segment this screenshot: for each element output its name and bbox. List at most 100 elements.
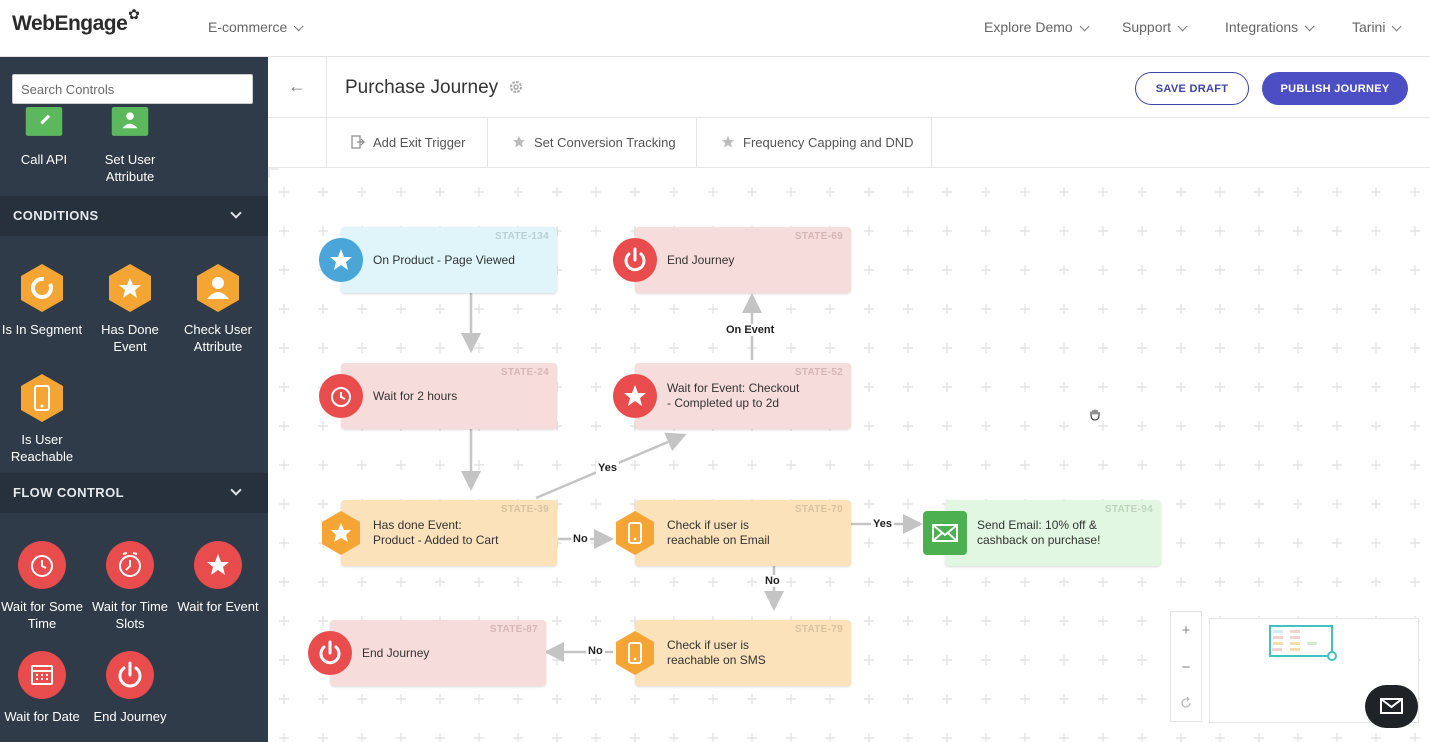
node-state-79[interactable]: STATE-79 Check if user is reachable on S… (616, 620, 851, 686)
node-text: Wait for 2 hours (373, 388, 458, 403)
tool-call-api[interactable]: Call API (0, 107, 88, 168)
minimap-resize-handle[interactable] (1327, 651, 1337, 661)
star-icon (194, 541, 242, 589)
state-id: STATE-70 (794, 504, 843, 515)
minimap-preview (1272, 630, 1317, 651)
webengage-logo[interactable]: WebEngage ✿ (12, 6, 140, 42)
state-id: STATE-24 (500, 367, 549, 378)
phone-icon (616, 511, 654, 555)
state-id: STATE-69 (794, 231, 843, 242)
tool-wait-for-event[interactable]: Wait for Event (174, 540, 262, 615)
tool-wait-for-some-time[interactable]: Wait for Some Time (0, 540, 86, 632)
email-icon (923, 511, 967, 555)
set-conversion-tracking-button[interactable]: Set Conversion Tracking (488, 118, 697, 167)
top-navbar: WebEngage ✿ E-commerce Explore Demo Supp… (0, 0, 1430, 57)
state-id: STATE-52 (794, 367, 843, 378)
user-label: Tarini (1352, 19, 1386, 35)
publish-journey-button[interactable]: PUBLISH JOURNEY (1262, 72, 1408, 105)
node-state-87[interactable]: STATE-87 End Journey (308, 620, 546, 686)
tool-end-journey[interactable]: End Journey (86, 650, 174, 725)
zoom-out-button[interactable]: − (1181, 659, 1191, 676)
node-text: Has done Event: Product - Added to Cart (373, 518, 499, 547)
node-text: Check if user is reachable on Email (667, 518, 770, 547)
node-state-69[interactable]: STATE-69 End Journey (613, 227, 851, 293)
tool-check-user-attribute[interactable]: Check User Attribute (174, 263, 262, 355)
refresh-icon (1181, 696, 1191, 708)
integrations-label: Integrations (1225, 19, 1299, 35)
calendar-icon (18, 651, 66, 699)
clock-icon (319, 374, 363, 418)
user-icon (197, 264, 239, 312)
project-selector[interactable]: E-commerce (208, 19, 304, 35)
integrations-menu[interactable]: Integrations (1225, 19, 1315, 35)
power-icon (308, 631, 352, 675)
journey-canvas[interactable]: On Event Yes No Yes No No STATE-134 On P… (268, 168, 1430, 742)
edge-label-yes: Yes (596, 462, 619, 474)
flow-control-section-header[interactable]: FLOW CONTROL (0, 473, 268, 513)
star-icon (722, 136, 734, 148)
state-id: STATE-134 (494, 231, 549, 242)
chat-button[interactable] (1365, 685, 1418, 728)
node-state-70[interactable]: STATE-70 Check if user is reachable on E… (616, 500, 851, 566)
edge-label-no: No (763, 575, 782, 587)
tool-set-user-attribute[interactable]: Set User Attribute (86, 107, 174, 185)
tool-is-in-segment[interactable]: Is In Segment (0, 263, 86, 338)
toolbar-spacer (268, 118, 327, 167)
node-text: Check if user is reachable on SMS (667, 638, 766, 667)
chevron-down-icon (1177, 21, 1188, 32)
node-text: Wait for Event: Checkout - Completed up … (667, 381, 800, 410)
minimap-viewport[interactable] (1269, 625, 1333, 657)
conditions-section-header[interactable]: CONDITIONS (0, 196, 268, 236)
node-text: On Product - Page Viewed (373, 252, 515, 267)
mail-icon (1380, 698, 1403, 714)
chevron-down-icon (1392, 21, 1403, 32)
user-icon (111, 107, 149, 136)
explore-demo-menu[interactable]: Explore Demo (984, 19, 1090, 35)
chevron-down-icon (230, 207, 242, 219)
pencil-icon (25, 107, 63, 136)
chevron-down-icon (230, 484, 242, 496)
edge-label-yes: Yes (871, 518, 894, 530)
phone-icon (616, 631, 654, 675)
project-label: E-commerce (208, 19, 288, 35)
exit-icon (351, 135, 365, 149)
zoom-in-button[interactable]: + (1181, 622, 1191, 639)
journey-header: ← Purchase Journey SAVE DRAFT PUBLISH JO… (268, 57, 1430, 118)
tool-wait-for-time-slots[interactable]: Wait for Time Slots (86, 540, 174, 632)
section-title: CONDITIONS (13, 208, 99, 223)
journey-toolbar: Add Exit Trigger Set Conversion Tracking… (268, 118, 1430, 168)
search-controls-input[interactable] (12, 74, 253, 104)
back-arrow-icon[interactable]: ← (268, 57, 327, 118)
node-text: End Journey (667, 252, 735, 267)
tool-label: Wait for Event (177, 599, 259, 614)
frequency-capping-button[interactable]: Frequency Capping and DND (697, 118, 932, 167)
node-state-52[interactable]: STATE-52 Wait for Event: Checkout - Comp… (613, 363, 851, 429)
reset-zoom-button[interactable] (1171, 686, 1201, 723)
node-state-94[interactable]: STATE-94 Send Email: 10% off & cashback … (923, 500, 1161, 566)
grab-cursor-icon (1090, 409, 1100, 421)
tool-is-user-reachable[interactable]: Is User Reachable (0, 373, 86, 465)
save-draft-button[interactable]: SAVE DRAFT (1135, 72, 1249, 105)
node-state-39[interactable]: STATE-39 Has done Event: Product - Added… (322, 500, 557, 566)
clock-icon (18, 541, 66, 589)
node-state-24[interactable]: STATE-24 Wait for 2 hours (319, 363, 557, 429)
chevron-down-icon (1304, 21, 1315, 32)
gear-icon[interactable] (508, 79, 524, 95)
chevron-down-icon (1079, 21, 1090, 32)
section-title: FLOW CONTROL (13, 485, 124, 500)
tool-label: Check User Attribute (184, 322, 252, 354)
tool-wait-for-date[interactable]: Wait for Date (0, 650, 86, 725)
tool-label: Is User Reachable (10, 432, 74, 464)
alarm-icon (106, 541, 154, 589)
node-state-134[interactable]: STATE-134 On Product - Page Viewed (319, 227, 557, 293)
power-icon (613, 238, 657, 282)
chevron-down-icon (294, 21, 304, 32)
tool-has-done-event[interactable]: Has Done Event (86, 263, 174, 355)
tool-label: End Journey (93, 709, 167, 724)
add-exit-trigger-button[interactable]: Add Exit Trigger (327, 118, 488, 167)
support-menu[interactable]: Support (1122, 19, 1188, 35)
tool-label: Wait for Date (4, 709, 80, 724)
page-title: Purchase Journey (345, 77, 499, 98)
tool-label: Wait for Time Slots (91, 599, 169, 631)
user-menu[interactable]: Tarini (1352, 19, 1403, 35)
